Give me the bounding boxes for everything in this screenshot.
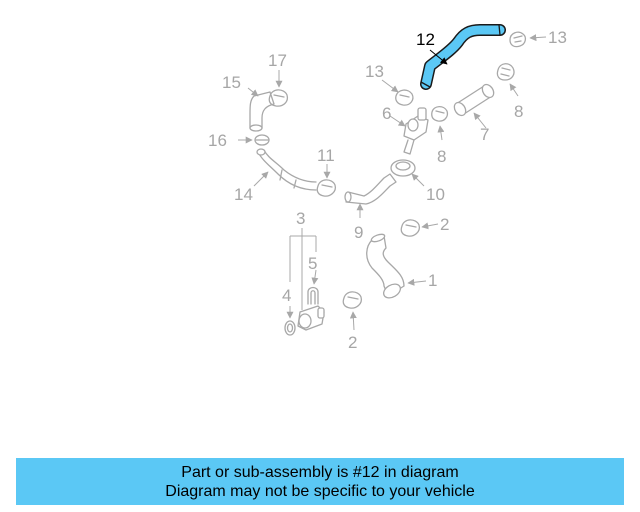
label-13-left: 13 — [365, 62, 384, 81]
label-1: 1 — [428, 271, 437, 290]
part-1-hose — [366, 233, 405, 299]
label-4: 4 — [282, 286, 291, 305]
label-9: 9 — [354, 223, 363, 242]
part-13-clamp-upper — [509, 31, 527, 48]
parts-diagram: 12 13 8 7 13 6 8 — [208, 24, 567, 352]
part-5-clip — [307, 286, 319, 305]
label-2-lower: 2 — [348, 333, 357, 352]
part-2-clamp-right — [400, 219, 420, 237]
label-17: 17 — [268, 51, 287, 70]
part-15-hose — [249, 91, 275, 132]
part-9-hose — [344, 173, 397, 205]
label-11: 11 — [317, 146, 335, 165]
label-5: 5 — [308, 254, 317, 273]
part-10-cap — [390, 159, 416, 177]
label-8-middle: 8 — [437, 147, 446, 166]
part-3-housing — [297, 305, 325, 331]
part-12-hose-highlighted[interactable] — [420, 24, 506, 90]
info-banner: Part or sub-assembly is #12 in diagram D… — [16, 458, 624, 505]
part-8-clamp-upper — [496, 63, 515, 81]
banner-line-1: Part or sub-assembly is #12 in diagram — [181, 463, 459, 481]
label-7: 7 — [480, 125, 489, 144]
part-13-clamp-left — [395, 89, 414, 106]
leader-12 — [429, 49, 448, 65]
label-12: 12 — [416, 30, 435, 49]
part-11-clamp — [316, 179, 336, 197]
label-14: 14 — [234, 185, 253, 204]
part-6-fitting — [403, 107, 429, 155]
label-2-right: 2 — [440, 215, 449, 234]
part-4-gasket — [284, 320, 296, 336]
label-10: 10 — [426, 185, 445, 204]
label-6: 6 — [382, 104, 391, 123]
banner-line-2: Diagram may not be specific to your vehi… — [165, 482, 475, 500]
label-13-upper: 13 — [548, 28, 567, 47]
label-15: 15 — [222, 73, 241, 92]
part-8-clamp-middle — [431, 105, 449, 122]
label-8-upper: 8 — [514, 102, 523, 121]
label-3: 3 — [296, 209, 305, 228]
label-16: 16 — [208, 131, 227, 150]
part-7-hose — [453, 83, 495, 117]
part-3-group-bracket — [289, 228, 317, 310]
part-14-pipe — [256, 148, 317, 191]
part-2-clamp-lower — [342, 291, 362, 309]
part-16-clip — [254, 134, 270, 146]
